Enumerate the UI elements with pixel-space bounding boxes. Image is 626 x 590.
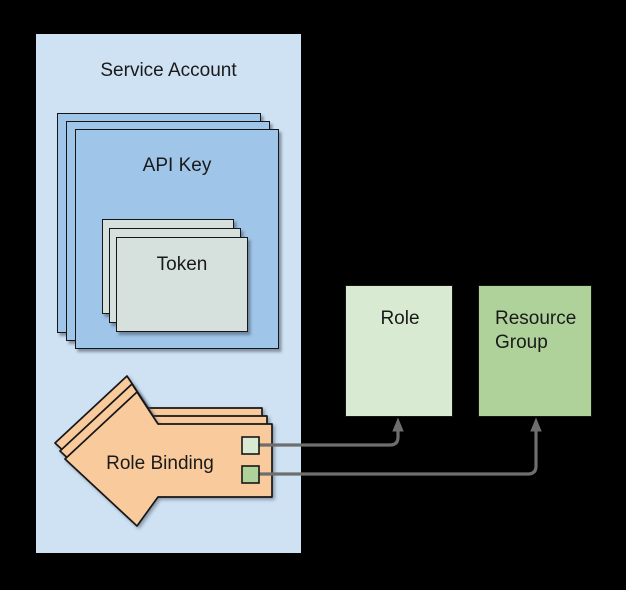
role-box: Role [345,285,453,417]
connector-resource-group-link [259,417,542,476]
connector-resource-group-arrowhead-icon [530,417,542,432]
resource-group-box: Resource Group [478,285,592,417]
resource-group-label: Resource Group [495,308,577,353]
service-account-label: Service Account [100,60,237,81]
role-binding-label: Role Binding [106,453,214,474]
api-key-label: API Key [142,155,212,176]
token-layer-front [116,237,248,332]
token-label: Token [156,254,208,275]
connector-role-arrowhead-icon [392,417,404,432]
role-label: Role [380,308,420,329]
